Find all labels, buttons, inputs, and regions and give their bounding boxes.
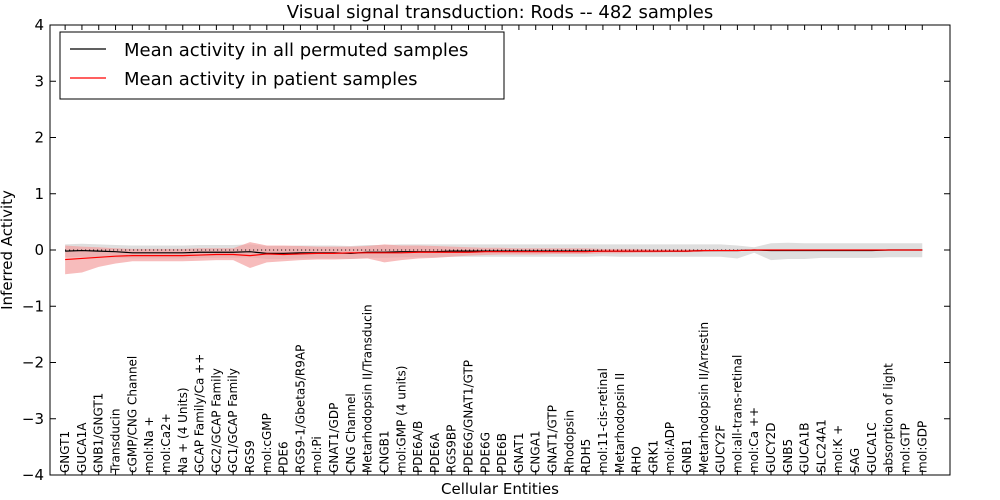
y-tick-label: 3 (34, 72, 44, 90)
x-category-label: mol:cGMP (260, 413, 274, 473)
x-category-label: Na + (4 Units) (176, 387, 190, 473)
x-category-label: RGS9BP (445, 425, 459, 473)
x-category-label: mol:11-cis-retinal (596, 368, 610, 473)
x-category-label: PDE6B (495, 433, 509, 473)
x-category-label: Transducin (109, 409, 123, 474)
x-category-label: mol:GTP (898, 423, 912, 473)
x-category-label: GNAT1/GTP (546, 405, 560, 473)
x-category-label: CNG Channel (344, 393, 358, 473)
y-axis-label: Inferred Activity (0, 190, 16, 310)
x-category-label: SLC24A1 (814, 419, 828, 473)
x-category-label: PDE6G/GNAT1/GTP (461, 360, 475, 473)
plot-frame (49, 24, 951, 476)
x-category-label: mol:Ca2+ (159, 413, 173, 473)
legend-label-patient: Mean activity in patient samples (124, 69, 418, 90)
x-axis-label: Cellular Entities (441, 480, 559, 498)
x-category-label: GUCA1C (865, 422, 879, 473)
x-category-label: GUCY2F (714, 425, 728, 473)
x-category-label: GNAT1/GDP (327, 403, 341, 473)
x-category-label: mol:all-trans-retinal (730, 355, 744, 473)
legend-label-permuted: Mean activity in all permuted samples (124, 40, 468, 61)
y-tick-label: −3 (22, 410, 44, 428)
confidence-bands (65, 242, 923, 275)
series-lines (65, 249, 923, 261)
chart-title: Visual signal transduction: Rods -- 482 … (287, 2, 714, 23)
x-category-label: GNB1 (680, 439, 694, 473)
y-tick-label: 2 (34, 129, 44, 147)
x-category-label: GUCA1A (75, 422, 89, 473)
x-category-label: GUCY2D (764, 423, 778, 473)
x-category-label: mol:K + (831, 425, 845, 473)
y-axis-ticks: −4 −3 −2 −1 0 1 2 3 4 (22, 16, 950, 484)
x-category-label: PDE6 (277, 441, 291, 473)
y-tick-label: −2 (22, 354, 44, 372)
x-category-label: mol:GMP (4 units) (394, 366, 408, 473)
x-category-label: CNGB1 (377, 430, 391, 473)
y-tick-label: −1 (22, 297, 44, 315)
y-tick-label: 0 (34, 241, 44, 259)
x-category-label: Metarhodopsin II/Transducin (361, 304, 375, 473)
x-category-label: mol:Pi (310, 436, 324, 473)
x-category-label: GNB1/GNGT1 (92, 393, 106, 473)
legend: Mean activity in all permuted samples Me… (59, 31, 505, 100)
x-category-label: mol:GDP (915, 421, 929, 473)
x-category-label: RGS9-1/Gbeta5/R9AP (293, 345, 307, 473)
x-category-label: PDE6G (478, 432, 492, 473)
x-category-label: GUCA1B (798, 422, 812, 473)
x-category-label: absorption of light (882, 363, 896, 473)
legend-box (59, 31, 505, 100)
x-category-label: GNB5 (781, 439, 795, 473)
x-category-label: mol:ADP (663, 422, 677, 473)
x-category-label: GCAP Family/Ca ++ (193, 354, 207, 473)
x-category-label: GRK1 (646, 440, 660, 473)
x-category-label: mol:Ca ++ (747, 407, 761, 473)
y-tick-label: 4 (34, 16, 44, 34)
x-category-label: GC2/GCAP Family (209, 368, 223, 473)
x-category-label: RHO (630, 446, 644, 473)
x-category-label: mol:Na + (142, 416, 156, 473)
x-category-label: GNGT1 (58, 431, 72, 473)
y-tick-label: −4 (22, 466, 44, 484)
x-category-label: Rhodopsin (562, 410, 576, 473)
x-category-label: RGS9 (243, 440, 257, 473)
x-category-label: GNAT1 (512, 432, 526, 473)
x-category-label: GC1/GCAP Family (226, 368, 240, 473)
x-category-label: SAG (848, 448, 862, 473)
x-category-label: CNGA1 (529, 431, 543, 474)
x-category-label: cGMP/CNG Channel (125, 356, 139, 473)
x-category-label: Metarhodopsin II/Arrestin (697, 322, 711, 473)
patient-mean-line (65, 249, 923, 261)
x-category-label: PDE6A/B (411, 421, 425, 473)
x-category-label: PDE6A (428, 432, 442, 473)
x-category-label: Metarhodopsin II (613, 373, 627, 473)
y-tick-label: 1 (34, 185, 44, 203)
x-category-label: RDH5 (579, 439, 593, 473)
